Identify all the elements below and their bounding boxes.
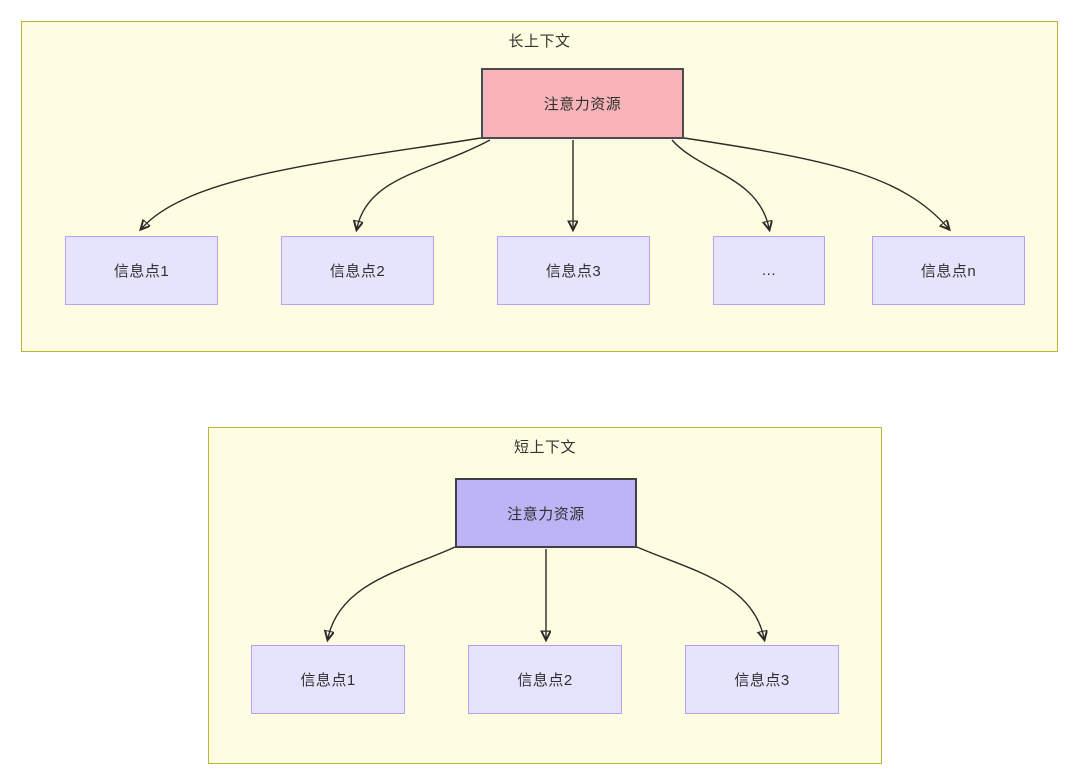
long-info-node-3[interactable]: 信息点3 [497,236,650,305]
long-info-node-n-label: 信息点n [920,263,977,280]
long-info-node-2[interactable]: 信息点2 [281,236,434,305]
short-info-node-3-label: 信息点3 [734,672,790,689]
short-attention-resource-node[interactable]: 注意力资源 [455,478,637,548]
long-info-node-1-label: 信息点1 [113,263,170,280]
long-info-node-2-label: 信息点2 [329,263,386,280]
short-info-node-3[interactable]: 信息点3 [685,645,839,714]
short-info-node-2-label: 信息点2 [517,672,573,689]
long-context-panel-title: 长上下文 [508,33,571,50]
long-info-node-3-label: 信息点3 [545,263,602,280]
short-info-node-1[interactable]: 信息点1 [251,645,405,714]
long-info-node-ellipsis-label: ... [761,262,776,279]
long-info-node-ellipsis[interactable]: ... [713,236,825,305]
long-info-node-1[interactable]: 信息点1 [65,236,218,305]
long-info-node-n[interactable]: 信息点n [872,236,1025,305]
long-attention-resource-label: 注意力资源 [543,96,622,113]
short-info-node-2[interactable]: 信息点2 [468,645,622,714]
short-attention-resource-label: 注意力资源 [507,505,585,523]
short-context-panel-title: 短上下文 [513,439,576,456]
long-attention-resource-node[interactable]: 注意力资源 [481,68,684,139]
short-info-node-1-label: 信息点1 [300,672,356,689]
